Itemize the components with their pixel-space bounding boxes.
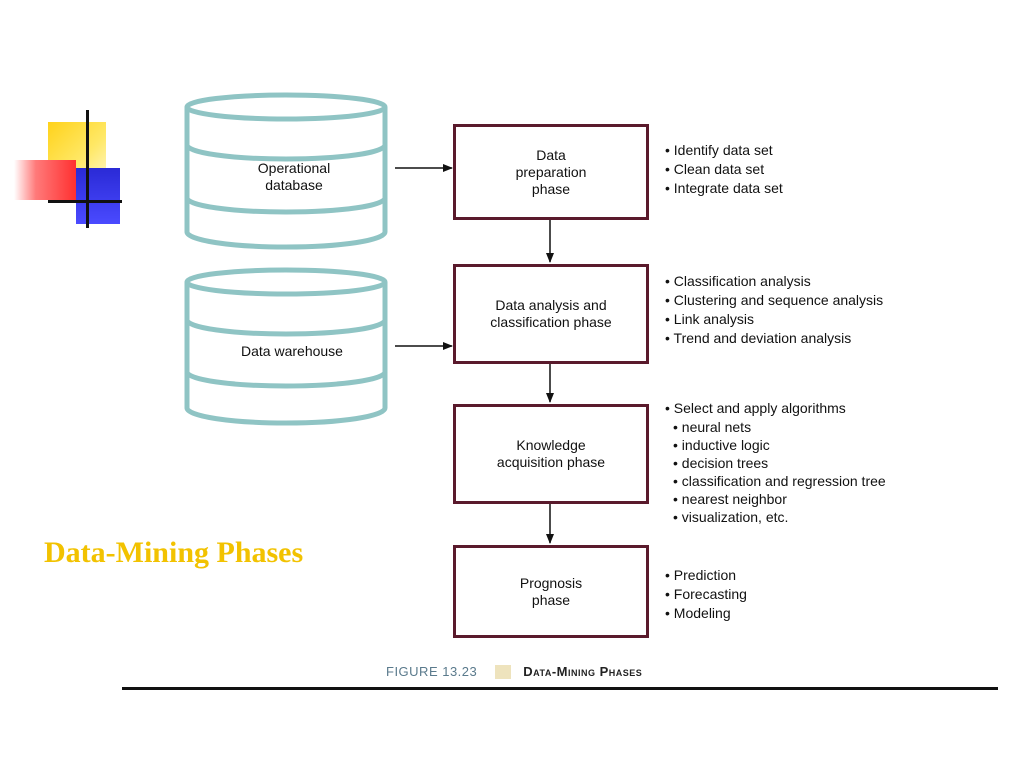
- bullet-item: Prediction: [665, 566, 747, 585]
- slide-title: Data-Mining Phases: [44, 536, 304, 569]
- horizontal-line-decoration: [48, 200, 122, 203]
- slide-logo-decoration: [0, 0, 140, 240]
- knowledge-bullet-list: Select and apply algorithms neural nets …: [665, 399, 886, 526]
- bullet-sub-item: neural nets: [665, 418, 886, 436]
- bullet-item: Clean data set: [665, 160, 783, 179]
- bullet-item: Identify data set: [665, 141, 783, 160]
- figure-caption-title: Data-Mining Phases: [523, 664, 643, 679]
- prognosis-bullet-list: Prediction Forecasting Modeling: [665, 566, 747, 623]
- bullet-item: Forecasting: [665, 585, 747, 604]
- red-square-decoration: [14, 160, 76, 200]
- bullet-item: Link analysis: [665, 310, 883, 329]
- bullet-sub-item: inductive logic: [665, 436, 886, 454]
- blue-square-decoration: [76, 168, 120, 224]
- bullet-item: Classification analysis: [665, 272, 883, 291]
- bullet-sub-item: decision trees: [665, 454, 886, 472]
- bullet-sub-item: classification and regression tree: [665, 472, 886, 490]
- operational-database-cylinder: [184, 92, 388, 250]
- bullet-item: Clustering and sequence analysis: [665, 291, 883, 310]
- bullet-sub-item: visualization, etc.: [665, 508, 886, 526]
- analysis-bullet-list: Classification analysis Clustering and s…: [665, 272, 884, 348]
- vertical-line-decoration: [86, 110, 89, 228]
- bullet-item: Modeling: [665, 604, 747, 623]
- bottom-rule: [122, 687, 998, 690]
- phase-box-knowledge-acquisition: Knowledge acquisition phase: [453, 404, 649, 504]
- data-warehouse-label: Data warehouse: [241, 343, 343, 359]
- data-warehouse-cylinder: [184, 267, 388, 426]
- caption-swatch: [495, 664, 512, 679]
- bullet-item: Integrate data set: [665, 179, 783, 198]
- preparation-bullet-list: Identify data set Clean data set Integra…: [665, 141, 783, 198]
- bullet-item: Trend and deviation analysis: [665, 329, 883, 348]
- phase-box-data-preparation: Data preparation phase: [453, 124, 649, 220]
- phase-box-prognosis: Prognosis phase: [453, 545, 649, 638]
- figure-number: FIGURE 13.23: [386, 664, 478, 679]
- figure-caption: FIGURE 13.23 Data-Mining Phases: [386, 664, 642, 679]
- bullet-item: Select and apply algorithms: [665, 399, 886, 418]
- bullet-sub-item: nearest neighbor: [665, 490, 886, 508]
- phase-box-data-analysis: Data analysis and classification phase: [453, 264, 649, 364]
